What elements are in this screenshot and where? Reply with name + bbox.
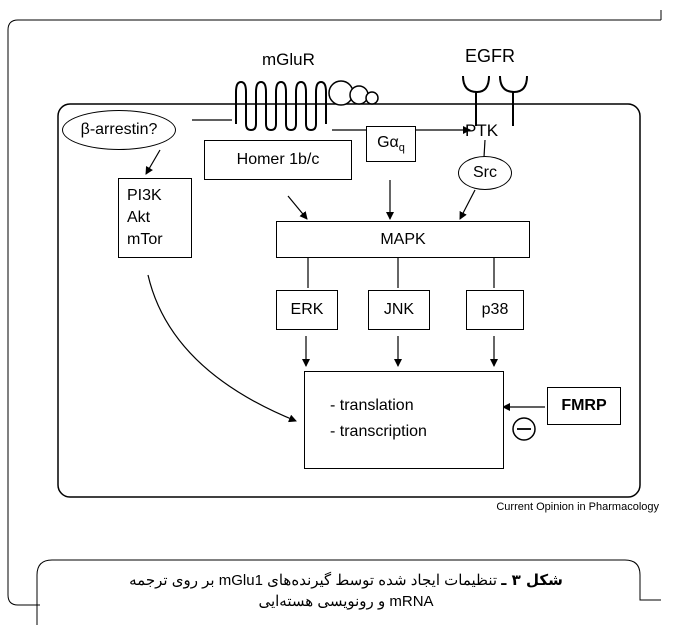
caption-frame — [36, 559, 661, 625]
pi3k-label: PI3K — [127, 187, 162, 204]
mapk-box: MAPK — [276, 221, 530, 258]
egfr-receptor-left — [462, 75, 490, 126]
outer-frame — [7, 19, 661, 606]
jnk-label: JNK — [383, 301, 415, 318]
mglur-label: mGluR — [262, 50, 315, 69]
mapk-label: MAPK — [380, 230, 426, 248]
arrow-homer-to-mapk — [287, 195, 308, 220]
homer-label: Homer 1b/c — [236, 151, 320, 168]
g-protein-circle-2 — [349, 85, 369, 105]
egfr-label: EGFR — [465, 46, 516, 66]
arrow-src-to-mapk — [459, 189, 476, 220]
translation-label: - translation — [330, 397, 414, 414]
erk-box: ERK — [276, 290, 338, 330]
fmrp-box: FMRP — [547, 387, 621, 425]
jnk-box: JNK — [368, 290, 430, 330]
arrow-arrestin-to-pi3k — [145, 149, 161, 175]
p38-box: p38 — [466, 290, 524, 330]
g-protein-circle-3 — [365, 91, 379, 105]
source-credit: Current Opinion in Pharmacology — [496, 501, 659, 513]
fmrp-label: FMRP — [561, 397, 607, 414]
homer-box: Homer 1b/c — [204, 140, 352, 180]
g-protein-circle-1 — [328, 80, 354, 106]
beta-arrestin-label: β-arrestin? — [80, 121, 158, 138]
gaq-subscript: q — [398, 142, 405, 155]
cell-membrane — [57, 103, 641, 498]
pi3k-box: PI3K Akt mTor — [118, 178, 192, 258]
transcription-label: - transcription — [330, 423, 427, 440]
mglur-coil — [235, 80, 327, 132]
nucleus-outcome-text: - translation - transcription — [330, 393, 427, 445]
caption-line-1-text: تنظیمات ایجاد شده توسط گیرنده‌های mGlu1 … — [129, 572, 502, 589]
caption-line-1: شکل ۳ ـ تنظیمات ایجاد شده توسط گیرنده‌ها… — [40, 570, 652, 591]
erk-label: ERK — [290, 301, 324, 318]
egfr-receptor-right — [499, 75, 528, 126]
akt-label: Akt — [127, 209, 151, 226]
beta-arrestin-oval: β-arrestin? — [62, 110, 176, 150]
figure-number: شکل ۳ ـ — [501, 571, 563, 589]
src-oval: Src — [458, 156, 512, 190]
src-label: Src — [473, 164, 497, 181]
mtor-label: mTor — [127, 231, 163, 248]
gaq-label: Gαq — [377, 133, 405, 155]
line-ptk-to-src — [483, 139, 486, 158]
caption-line-2: mRNA و رونویسی هسته‌ایی — [258, 593, 434, 610]
arrow-pi3k-to-nucleus — [147, 274, 297, 423]
ptk-label: PTK — [465, 121, 499, 140]
p38-label: p38 — [481, 301, 509, 318]
nucleus-outcome-box — [304, 371, 504, 469]
figure-caption: شکل ۳ ـ تنظیمات ایجاد شده توسط گیرنده‌ها… — [40, 570, 652, 612]
gaq-box: Gαq — [366, 126, 416, 162]
